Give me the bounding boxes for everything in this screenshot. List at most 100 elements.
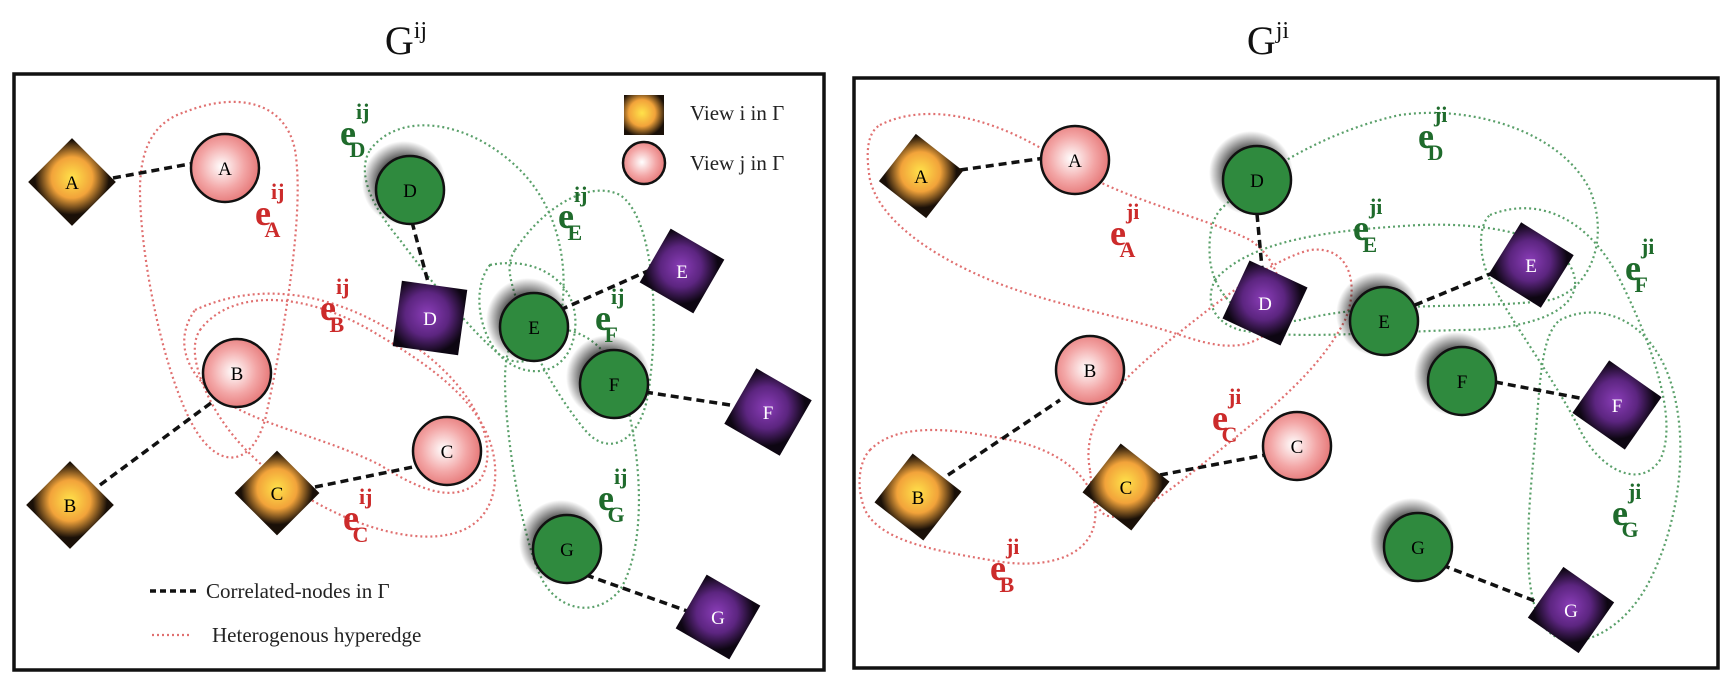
node-b-view-j-ij (201, 337, 273, 409)
node-f-view-i-ji (1572, 360, 1662, 450)
link-b-ij (98, 398, 217, 487)
node-c-view-i-ji (1082, 443, 1170, 531)
link-d-ij (410, 221, 430, 283)
node-d-view-i-ji (1222, 260, 1308, 346)
hyperedge-ef-ji (1480, 207, 1668, 476)
node-label: G (560, 540, 574, 561)
hyperedge-ef-ij (508, 189, 655, 445)
node-d-view-i-ij (392, 280, 468, 356)
node-c-view-i-ij (234, 450, 320, 536)
panel-frame-gij (12, 72, 826, 672)
legend-correlated-label: Correlated-nodes in Γ (206, 579, 390, 603)
hyperedge-ea-ij (138, 100, 299, 459)
node-g-view-j-ji (1382, 511, 1454, 583)
node-label: E (1378, 312, 1390, 333)
link-e-ji (1414, 268, 1501, 307)
node-label: C (1120, 478, 1133, 499)
node-c-view-j-ij (411, 415, 483, 487)
node-b-view-i-ji (874, 453, 962, 541)
node-label: A (1068, 151, 1082, 172)
node-label: G (1564, 601, 1578, 622)
link-a-ij (112, 161, 196, 180)
node-label: F (763, 403, 774, 424)
legend-view-i-swatch (624, 95, 664, 135)
node-label: D (1258, 294, 1272, 315)
node-b-view-j-ji (1054, 334, 1126, 406)
node-e-view-i-ji (1488, 222, 1574, 308)
node-label: F (609, 375, 620, 396)
link-f-ji (1494, 380, 1591, 402)
node-a-view-j-ij (189, 132, 261, 204)
node-label: B (64, 496, 77, 517)
node-label: A (914, 167, 928, 188)
node-label: B (912, 488, 925, 509)
node-g-view-i-ij (675, 574, 761, 660)
panel-title-gji: Gji (1247, 18, 1290, 63)
node-f-view-j-ji (1426, 345, 1498, 417)
node-label: D (423, 309, 437, 330)
node-a-view-i-ij (28, 138, 116, 226)
node-label: B (231, 364, 244, 385)
link-g-ij (585, 573, 691, 614)
node-f-view-i-ij (724, 368, 812, 456)
link-a-ji (959, 156, 1046, 172)
node-a-view-j-ji (1039, 124, 1111, 196)
legend: View i in Γ View j in Γ Correlated-nodes… (150, 95, 784, 647)
node-label: A (218, 159, 232, 180)
hyperedge-ee-ij (478, 262, 577, 373)
node-label: A (65, 173, 79, 194)
node-e-view-j-ji (1348, 285, 1420, 357)
link-e-ij (559, 268, 651, 312)
legend-view-j-swatch (621, 140, 667, 186)
node-label: F (1612, 396, 1623, 417)
hyperedge-ec-ij (193, 299, 497, 538)
node-f-view-j-ij (578, 348, 650, 420)
hyperedge-eg-ij (503, 327, 641, 609)
node-d-view-j-ij (374, 154, 446, 226)
link-d-ji (1255, 213, 1264, 269)
node-label: E (676, 262, 688, 283)
node-label: F (1457, 372, 1468, 393)
node-label: D (403, 181, 417, 202)
link-f-ij (644, 390, 731, 407)
node-label: C (1291, 437, 1304, 458)
node-label: G (1411, 538, 1425, 559)
node-label: E (1525, 256, 1537, 277)
node-label: D (1250, 171, 1264, 192)
node-a-view-i-ji (878, 133, 964, 219)
legend-view-i-label: View i in Γ (690, 101, 784, 125)
node-d-view-j-ji (1221, 144, 1293, 216)
panel-gij: Gij A B (12, 18, 826, 672)
panel-gji: Gji A B (852, 18, 1720, 670)
node-label: C (441, 442, 454, 463)
node-label: E (528, 318, 540, 339)
legend-hyperedge-label: Heterogenous hyperedge (212, 623, 421, 647)
link-c-ji (1159, 453, 1266, 477)
link-g-ji (1441, 563, 1541, 605)
node-label: B (1084, 361, 1097, 382)
node-label: G (711, 608, 725, 629)
legend-view-j-label: View j in Γ (690, 151, 784, 175)
node-e-view-j-ij (498, 291, 570, 363)
node-e-view-i-ij (639, 228, 725, 314)
panel-title-gij: Gij (385, 18, 427, 63)
hyperedge-eb-ji (858, 428, 1097, 565)
node-c-view-j-ji (1261, 410, 1333, 482)
node-label: C (271, 484, 284, 505)
panel-frame-gji (852, 76, 1720, 670)
node-g-view-i-ji (1527, 566, 1615, 654)
node-g-view-j-ij (531, 513, 603, 585)
link-c-ij (314, 464, 419, 489)
